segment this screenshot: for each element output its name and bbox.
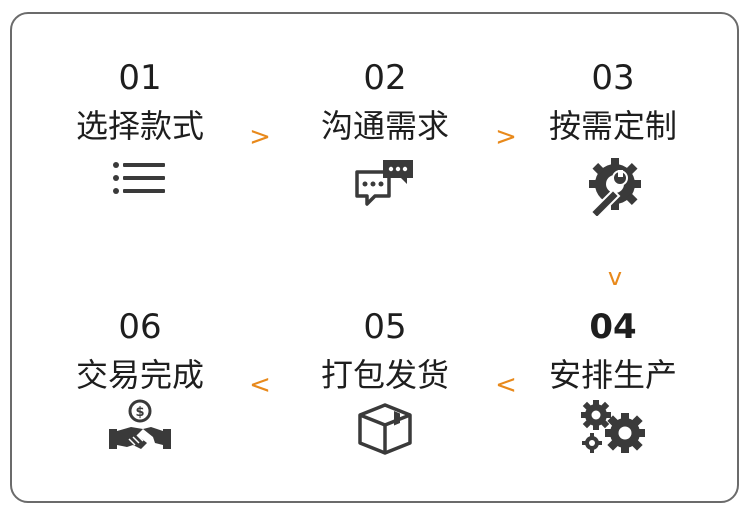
- step-label: 沟通需求: [320, 107, 449, 145]
- svg-text:$: $: [135, 405, 144, 420]
- package-box-icon: [358, 403, 412, 455]
- step-06: 06 交易完成 $: [50, 307, 230, 457]
- arrow-down: v: [607, 263, 623, 291]
- step-01: 01 选择款式: [50, 58, 230, 206]
- step-number: 01: [118, 58, 162, 98]
- wrench-gear-icon: [589, 158, 641, 216]
- step-number: 06: [118, 307, 162, 347]
- step-05: 05 打包发货: [295, 307, 475, 457]
- step-label: 按需定制: [548, 107, 677, 145]
- list-icon: [113, 162, 165, 194]
- arrow-left: <: [495, 370, 517, 400]
- step-03: 03 按需定制: [523, 58, 703, 216]
- chat-bubbles-icon: [355, 160, 413, 206]
- step-label: 选择款式: [75, 107, 204, 145]
- arrow-right: >: [249, 122, 271, 152]
- step-04: 04 安排生产: [523, 307, 703, 455]
- step-number: 02: [363, 58, 407, 98]
- step-label: 安排生产: [548, 356, 677, 394]
- step-number: 04: [589, 307, 637, 347]
- step-number: 05: [363, 307, 407, 347]
- step-02: 02 沟通需求: [295, 58, 475, 212]
- arrow-left: <: [249, 370, 271, 400]
- step-label: 交易完成: [75, 356, 204, 394]
- handshake-money-icon: $: [109, 399, 171, 449]
- step-number: 03: [591, 58, 635, 98]
- step-label: 打包发货: [320, 356, 449, 394]
- arrow-right: >: [495, 122, 517, 152]
- gears-icon: [581, 400, 645, 453]
